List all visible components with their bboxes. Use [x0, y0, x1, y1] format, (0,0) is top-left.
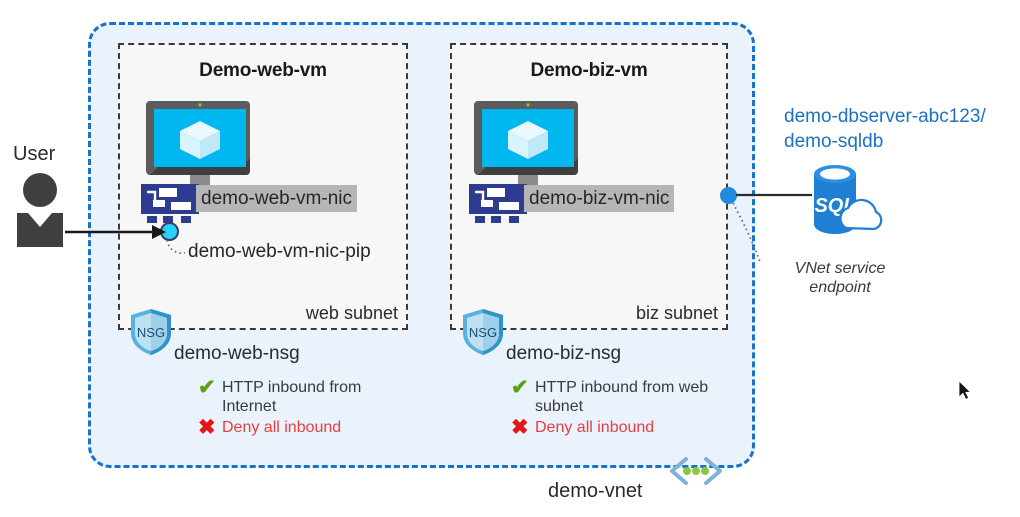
deny-cross-icon: ✖	[511, 416, 529, 439]
nsg-name-web: demo-web-nsg	[174, 343, 300, 364]
service-endpoint-line2: endpoint	[809, 279, 871, 296]
user-label: User	[13, 143, 56, 165]
public-ip-dot	[160, 222, 179, 241]
nsg-rule-list-biz: ✔ HTTP inbound from web subnet ✖ Deny al…	[511, 376, 721, 439]
nsg-rule-text: Deny all inbound	[222, 419, 342, 436]
service-endpoint-label: VNet service endpoint	[770, 259, 910, 297]
allow-check-icon: ✔	[511, 376, 529, 399]
nic-label-web: demo-web-vm-nic	[196, 185, 357, 212]
network-interface-card-icon	[141, 182, 199, 226]
sql-database-icon: SQL	[800, 162, 890, 238]
nic-label-biz: demo-biz-vm-nic	[524, 185, 675, 212]
database-name-line1: demo-dbserver-abc123/	[784, 106, 986, 127]
subnet-label-web: web subnet	[305, 303, 398, 323]
vm-title-biz: Demo-biz-vm	[530, 60, 648, 81]
user-person-icon	[15, 173, 65, 247]
nsg-rule-text: HTTP inbound from Internet	[222, 379, 362, 415]
nsg-rule: ✖ Deny all inbound	[511, 416, 721, 439]
public-ip-label: demo-web-vm-nic-pip	[188, 241, 371, 262]
deny-cross-icon: ✖	[198, 416, 216, 439]
nsg-shield-icon: NSG	[462, 308, 504, 356]
vnet-label: demo-vnet	[548, 480, 643, 502]
subnet-label-biz: biz subnet	[635, 303, 718, 323]
database-name-label: demo-dbserver-abc123/ demo-sqldb	[784, 104, 1014, 154]
allow-check-icon: ✔	[198, 376, 216, 399]
nsg-rule: ✔ HTTP inbound from Internet	[198, 376, 408, 416]
network-interface-card-icon	[469, 182, 527, 226]
vnet-icon	[664, 455, 728, 487]
nsg-rule-text: Deny all inbound	[535, 419, 655, 436]
nsg-shield-icon: NSG	[130, 308, 172, 356]
vm-title-web: Demo-web-vm	[199, 60, 327, 81]
database-name-line2: demo-sqldb	[784, 131, 884, 152]
nsg-rule: ✔ HTTP inbound from web subnet	[511, 376, 721, 416]
service-endpoint-line1: VNet service	[794, 260, 886, 277]
svg-text:NSG: NSG	[469, 325, 497, 340]
service-endpoint-dot	[720, 187, 737, 204]
nsg-rule: ✖ Deny all inbound	[198, 416, 408, 439]
svg-text:NSG: NSG	[137, 325, 165, 340]
mouse-pointer-icon	[958, 380, 972, 400]
nsg-name-biz: demo-biz-nsg	[506, 343, 622, 364]
nsg-rule-text: HTTP inbound from web subnet	[535, 379, 709, 415]
nsg-rule-list-web: ✔ HTTP inbound from Internet ✖ Deny all …	[198, 376, 408, 439]
virtual-machine-icon	[146, 97, 254, 201]
